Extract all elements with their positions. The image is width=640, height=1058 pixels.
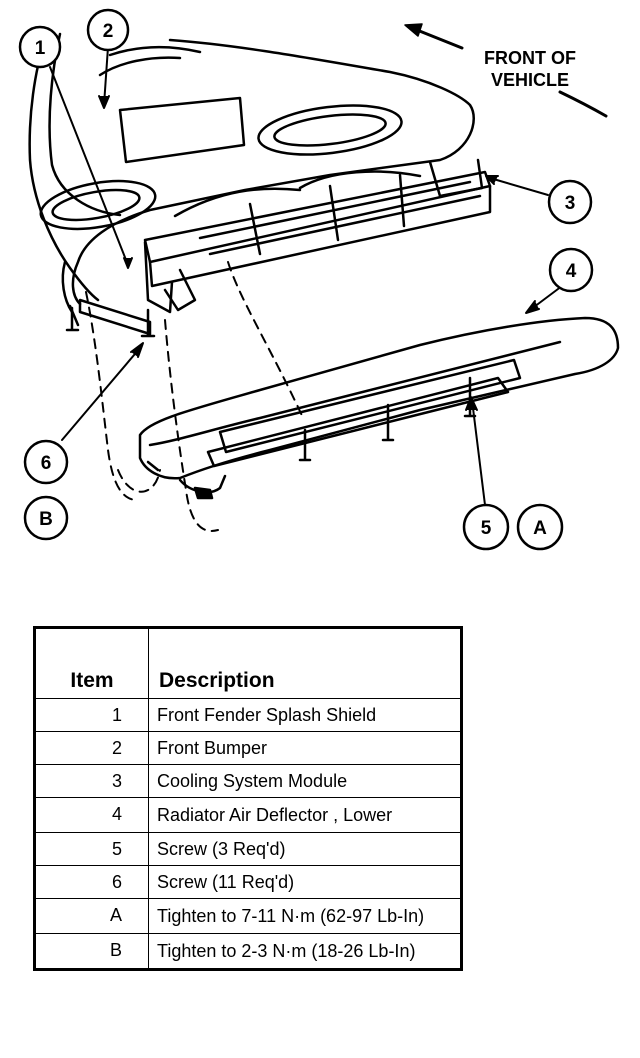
exploded-view-diagram: FRONT OF VEHICLE bbox=[18, 8, 620, 551]
callout-A: A bbox=[516, 503, 564, 551]
item-cell: 4 bbox=[34, 797, 149, 833]
front-label-line1: FRONT OF bbox=[484, 48, 576, 68]
table-row: 6 Screw (11 Req'd) bbox=[34, 865, 462, 899]
item-cell: A bbox=[34, 898, 149, 934]
svg-text:A: A bbox=[533, 518, 547, 539]
item-cell: B bbox=[34, 933, 149, 970]
front-bumper-drawing bbox=[28, 32, 475, 327]
callout-5: 5 bbox=[462, 503, 510, 551]
item-cell: 6 bbox=[34, 865, 149, 899]
table-row: 1 Front Fender Splash Shield bbox=[34, 698, 462, 732]
item-cell: 1 bbox=[34, 698, 149, 732]
radiator-air-deflector-drawing bbox=[138, 316, 620, 500]
description-cell: Screw (3 Req'd) bbox=[148, 832, 462, 866]
screw-6-drawing bbox=[65, 298, 156, 338]
table-row: A Tighten to 7-11 N·m (62-97 Lb-In) bbox=[34, 898, 462, 934]
item-column-header: Item bbox=[34, 627, 149, 699]
svg-text:2: 2 bbox=[103, 21, 114, 42]
callout-4: 4 bbox=[548, 247, 594, 293]
table-row: B Tighten to 2-3 N·m (18-26 Lb-In) bbox=[34, 933, 462, 970]
description-cell: Front Fender Splash Shield bbox=[148, 698, 462, 732]
cooling-system-module-drawing bbox=[143, 158, 492, 314]
table-row: 5 Screw (3 Req'd) bbox=[34, 832, 462, 866]
callout-B: B bbox=[23, 495, 69, 541]
svg-text:5: 5 bbox=[481, 518, 492, 539]
svg-text:6: 6 bbox=[41, 453, 52, 474]
parts-table: Item Description 1 Front Fender Splash S… bbox=[33, 626, 463, 971]
front-of-vehicle-label: FRONT OF VEHICLE bbox=[404, 23, 608, 118]
description-cell: Cooling System Module bbox=[148, 764, 462, 798]
table-row: 4 Radiator Air Deflector , Lower bbox=[34, 797, 462, 833]
description-cell: Tighten to 2-3 N·m (18-26 Lb-In) bbox=[148, 933, 462, 970]
description-column-header: Description bbox=[148, 627, 462, 699]
svg-text:1: 1 bbox=[35, 38, 46, 59]
description-cell: Tighten to 7-11 N·m (62-97 Lb-In) bbox=[148, 898, 462, 934]
description-cell: Radiator Air Deflector , Lower bbox=[148, 797, 462, 833]
table-header-row: Item Description bbox=[34, 627, 462, 699]
table-row: 2 Front Bumper bbox=[34, 731, 462, 765]
svg-text:3: 3 bbox=[565, 193, 576, 214]
callout-2: 2 bbox=[86, 8, 130, 52]
front-leader-line bbox=[558, 90, 608, 118]
description-cell: Front Bumper bbox=[148, 731, 462, 765]
assembly-dashed-lines bbox=[85, 261, 305, 532]
item-cell: 5 bbox=[34, 832, 149, 866]
svg-text:B: B bbox=[39, 509, 53, 530]
front-label-line2: VEHICLE bbox=[491, 70, 569, 90]
callout-1: 1 bbox=[18, 25, 62, 69]
svg-text:4: 4 bbox=[566, 261, 577, 282]
leader-lines bbox=[49, 46, 571, 506]
description-cell: Screw (11 Req'd) bbox=[148, 865, 462, 899]
callout-6: 6 bbox=[23, 439, 69, 485]
table-row: 3 Cooling System Module bbox=[34, 764, 462, 798]
item-cell: 3 bbox=[34, 764, 149, 798]
callout-3: 3 bbox=[547, 179, 593, 225]
item-cell: 2 bbox=[34, 731, 149, 765]
